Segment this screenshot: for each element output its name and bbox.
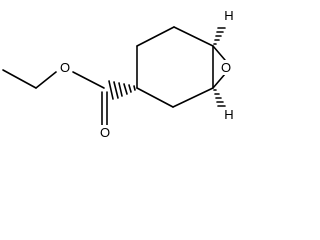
ring-oxygen-label: O [221,60,231,75]
epoxide-bond-o-c3 [212,73,226,89]
ring-bond-c1-c6 [136,26,175,47]
ester-group [2,69,108,126]
ring-bond-c1-c2 [173,26,214,47]
ring-bond-c5-c4 [136,87,174,108]
epoxide-bond-c2-o [212,45,226,61]
molecule-structure: O O O H H [2,8,234,140]
lower-hydrogen-label: H [224,107,233,122]
carbonyl-oxygen-label: O [100,125,110,140]
ester-c-o-bond [72,71,105,89]
hashed-bond-ester-carbon [108,80,136,100]
o-ch2-bond [35,71,57,89]
ester-oxygen-label: O [60,60,70,75]
ch2-ch3-bond [2,69,37,89]
upper-hydrogen-label: H [224,8,233,23]
ring-bond-c4-c3 [172,87,214,108]
hashed-bond-upper-hydrogen [213,27,226,45]
hashed-bond-lower-hydrogen [213,89,226,107]
cyclohexane-ring [136,26,214,108]
epoxide-ring [212,45,226,89]
